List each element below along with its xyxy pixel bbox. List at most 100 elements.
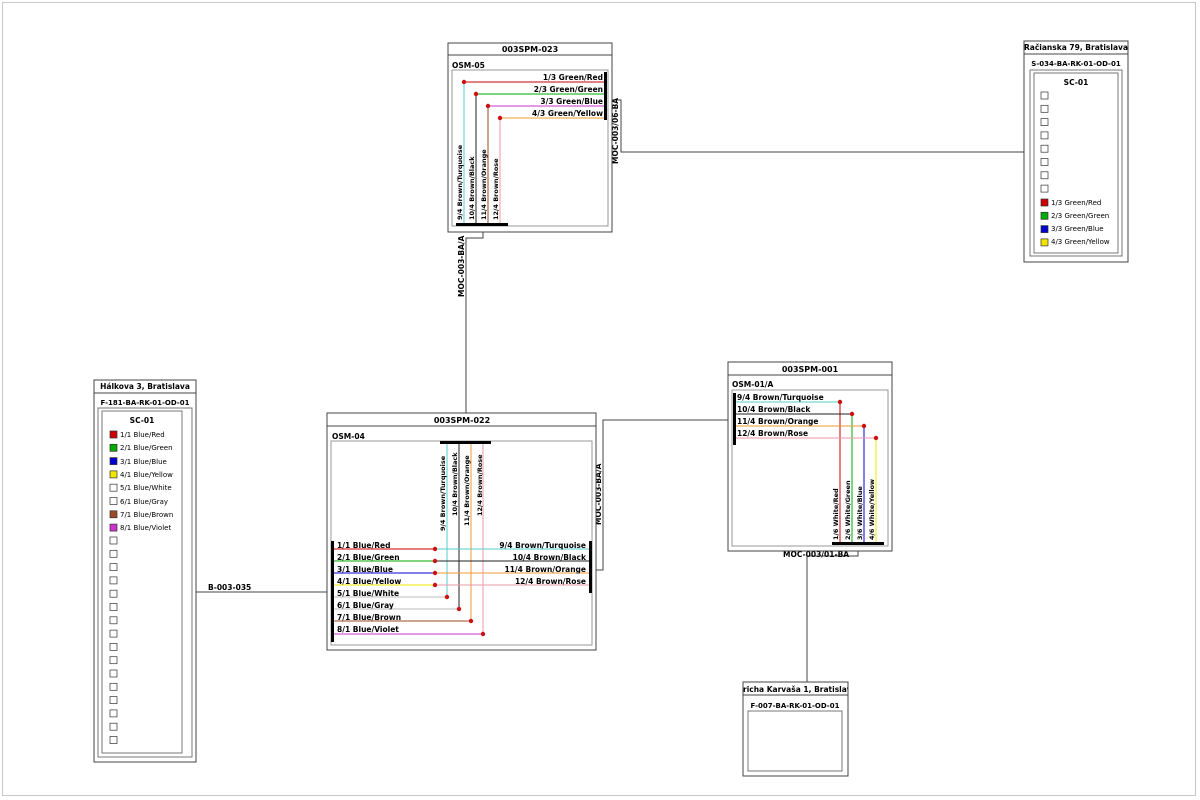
fiber-label: 12/4 Brown/Rose bbox=[515, 577, 586, 586]
splice-point bbox=[480, 631, 486, 637]
site-halkova[interactable]: Hálkova 3, Bratislava F-181-BA-RK-01-OD-… bbox=[93, 379, 197, 763]
splice-point bbox=[849, 411, 855, 417]
cassette-label: SC-01 bbox=[1064, 78, 1089, 87]
fiber-group bbox=[461, 79, 604, 223]
port-label: 1/1 Blue/Red bbox=[120, 431, 165, 439]
rack-frame bbox=[97, 407, 193, 758]
port-box bbox=[109, 549, 118, 558]
fiber-label: 11/4 Brown/Orange bbox=[737, 417, 819, 426]
rack-label: S-034-BA-RK-01-OD-01 bbox=[1031, 60, 1121, 68]
port-label: 6/1 Blue/Gray bbox=[120, 498, 168, 506]
site-title: Hálkova 3, Bratislava bbox=[100, 382, 190, 391]
splice-box-003spm-023[interactable]: 003SPM-023 OSM-05 1/3 Green/Red 2/3 Gree… bbox=[447, 42, 613, 233]
port-box bbox=[109, 629, 118, 638]
cable-label-moc-003-ba-a-right: MOC-003-BA/A bbox=[594, 463, 603, 525]
connector-bar bbox=[604, 72, 607, 120]
connector-bar bbox=[456, 223, 508, 226]
port-box bbox=[109, 430, 118, 439]
port-label: 1/3 Green/Red bbox=[1051, 199, 1101, 207]
port-box bbox=[1040, 171, 1049, 180]
port-box bbox=[1040, 198, 1049, 207]
splice-box-title: 003SPM-001 bbox=[782, 365, 839, 374]
fiber-label: 4/1 Blue/Yellow bbox=[337, 577, 401, 586]
module-frame bbox=[731, 389, 889, 547]
cable-label-moc-003-ba-a-vertical: MOC-003-BA/A bbox=[457, 235, 466, 297]
fiber-label: 2/3 Green/Green bbox=[534, 85, 603, 94]
port-box bbox=[1040, 144, 1049, 153]
port-box bbox=[1040, 131, 1049, 140]
port-box bbox=[1040, 118, 1049, 126]
fiber-label: 11/4 Brown/Orange bbox=[463, 455, 471, 526]
cassette-label: SC-01 bbox=[130, 416, 155, 425]
port-box bbox=[1040, 91, 1049, 100]
splice-point bbox=[473, 91, 479, 97]
port-box bbox=[1040, 238, 1049, 247]
port-box bbox=[109, 682, 118, 691]
splice-point bbox=[456, 606, 462, 612]
splice-point bbox=[468, 618, 474, 624]
port-box bbox=[1040, 225, 1049, 233]
port-label: 3/1 Blue/Blue bbox=[120, 458, 167, 466]
site-racianska[interactable]: Račianska 79, Bratislava S-034-BA-RK-01-… bbox=[1023, 40, 1129, 263]
site-title: Račianska 79, Bratislava bbox=[1024, 43, 1128, 52]
fiber-label: 7/1 Blue/Brown bbox=[337, 613, 401, 622]
cable-022-to-001[interactable] bbox=[591, 419, 733, 571]
module-label: OSM-04 bbox=[332, 432, 365, 441]
splice-point bbox=[432, 546, 438, 552]
port-box bbox=[109, 589, 118, 598]
fiber-label: 4/3 Green/Yellow bbox=[532, 109, 603, 118]
port-box bbox=[109, 523, 118, 532]
module-label: OSM-01/A bbox=[732, 380, 774, 389]
port-box bbox=[109, 563, 118, 571]
cable-023-to-022[interactable] bbox=[465, 224, 484, 441]
fiber-group bbox=[334, 444, 589, 637]
fiber-label: 11/4 Brown/Orange bbox=[504, 565, 586, 574]
port-list bbox=[109, 430, 118, 744]
port-box bbox=[109, 603, 118, 611]
rack-label: F-181-BA-RK-01-OD-01 bbox=[101, 399, 190, 407]
cable-label-b-003-035: B-003-035 bbox=[208, 583, 251, 592]
port-label: 5/1 Blue/White bbox=[120, 484, 172, 492]
splice-point bbox=[444, 594, 450, 600]
port-box bbox=[109, 616, 118, 625]
fiber-label: 10/4 Brown/Black bbox=[468, 156, 476, 220]
fiber-label: 1/3 Green/Red bbox=[543, 73, 603, 82]
splice-box-003spm-001[interactable]: 003SPM-001 OSM-01/A 9/4 Brown/Turquoise … bbox=[727, 361, 893, 552]
cable-halkova-to-022[interactable] bbox=[182, 582, 333, 593]
splice-point bbox=[432, 570, 438, 576]
splice-point bbox=[497, 115, 503, 121]
port-box bbox=[109, 696, 118, 704]
splice-point bbox=[432, 582, 438, 588]
port-list bbox=[1040, 91, 1049, 247]
site-karvas[interactable]: richa Karvaša 1, Bratislav F-007-BA-RK-0… bbox=[742, 681, 852, 777]
port-box bbox=[109, 457, 118, 465]
fiber-label: 4/6 White/Yellow bbox=[868, 479, 876, 540]
port-label: 4/3 Green/Yellow bbox=[1051, 238, 1110, 246]
connector-bar bbox=[331, 541, 334, 642]
port-box bbox=[109, 669, 118, 678]
splice-box-title: 003SPM-022 bbox=[434, 416, 490, 425]
fiber-label: 9/4 Brown/Turquoise bbox=[439, 455, 447, 531]
port-box bbox=[109, 643, 118, 651]
splice-point bbox=[873, 435, 879, 441]
port-box bbox=[109, 736, 118, 744]
fiber-group bbox=[736, 399, 879, 542]
port-box bbox=[109, 536, 118, 545]
cable-023-to-racianska[interactable] bbox=[606, 99, 1030, 153]
fiber-label: 3/1 Blue/Blue bbox=[337, 565, 393, 574]
fiber-label: 12/4 Brown/Rose bbox=[492, 158, 500, 220]
cable-001-to-karvas[interactable] bbox=[806, 545, 859, 700]
connector-bar bbox=[832, 542, 884, 545]
splice-box-003spm-022[interactable]: 003SPM-022 OSM-04 9/4 Brown/Turquoise 10… bbox=[326, 412, 597, 651]
rack-frame bbox=[1029, 69, 1123, 257]
fiber-label: 12/4 Brown/Rose bbox=[476, 454, 484, 516]
port-label: 3/3 Green/Blue bbox=[1051, 225, 1104, 233]
port-box bbox=[109, 470, 118, 479]
splice-box-title: 003SPM-023 bbox=[502, 45, 558, 54]
rack-label: F-007-BA-RK-01-OD-01 bbox=[751, 702, 840, 710]
port-box bbox=[1040, 184, 1049, 193]
fiber-label: 9/4 Brown/Turquoise bbox=[499, 541, 586, 550]
site-title: richa Karvaša 1, Bratislav bbox=[743, 685, 852, 694]
fiber-label: 6/1 Blue/Gray bbox=[337, 601, 394, 610]
